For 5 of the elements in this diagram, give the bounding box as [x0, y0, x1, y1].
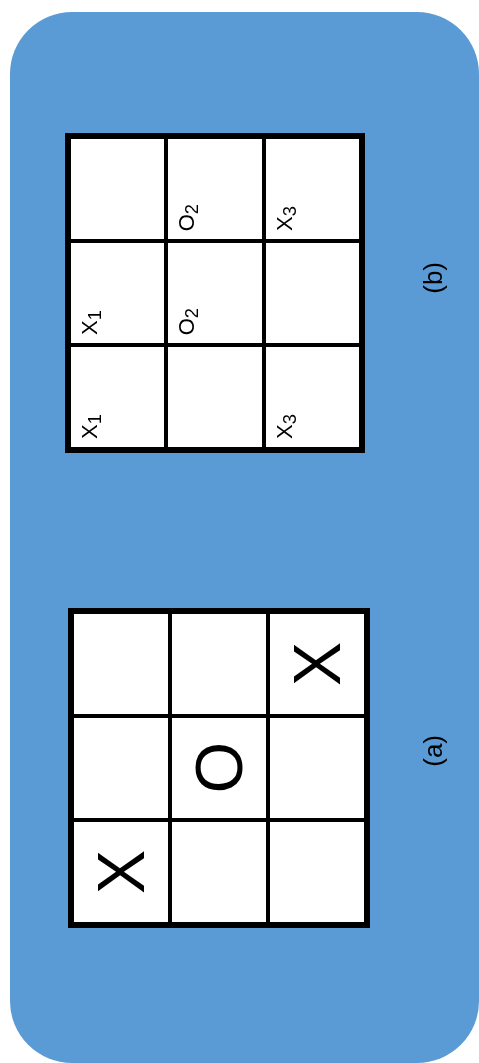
cell-mark: X — [284, 642, 350, 686]
cell-mark: X — [88, 850, 154, 894]
figure-caption: (b) — [420, 262, 446, 294]
figure-caption: (a) — [420, 735, 446, 767]
cell-mark: O — [186, 742, 252, 794]
